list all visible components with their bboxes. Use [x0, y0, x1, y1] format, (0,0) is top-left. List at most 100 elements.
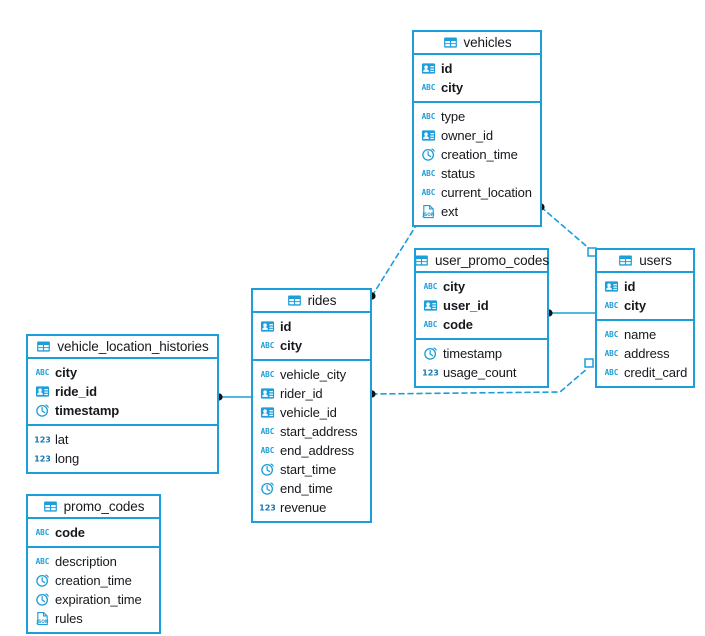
field-row-lat[interactable]: 123lat	[28, 430, 217, 449]
json-icon: JSON	[421, 204, 436, 219]
field-label: usage_count	[443, 365, 517, 380]
svg-text:123: 123	[423, 369, 438, 378]
field-label: code	[55, 525, 85, 540]
primary-key-row-timestamp[interactable]: timestamp	[28, 401, 217, 420]
key-id-icon	[604, 279, 619, 294]
field-group: 123lat123long	[28, 424, 217, 472]
entity-header-rides[interactable]: rides	[253, 290, 370, 313]
field-row-timestamp[interactable]: timestamp	[416, 344, 547, 363]
field-row-start_time[interactable]: start_time	[253, 460, 370, 479]
primary-key-row-user_id[interactable]: user_id	[416, 296, 547, 315]
field-row-vehicle_id[interactable]: vehicle_id	[253, 403, 370, 422]
field-label: rules	[55, 611, 83, 626]
abc-icon: ABC	[423, 317, 438, 332]
table-icon	[443, 35, 458, 50]
field-label: rider_id	[280, 386, 323, 401]
field-row-revenue[interactable]: 123revenue	[253, 498, 370, 517]
field-row-owner_id[interactable]: owner_id	[414, 126, 540, 145]
entity-header-users[interactable]: users	[597, 250, 693, 273]
abc-icon: ABC	[421, 109, 436, 124]
svg-text:ABC: ABC	[422, 112, 436, 121]
field-label: address	[624, 346, 670, 361]
field-row-long[interactable]: 123long	[28, 449, 217, 468]
primary-key-row-id[interactable]: id	[253, 317, 370, 336]
field-row-expiration_time[interactable]: expiration_time	[28, 590, 159, 609]
abc-icon: ABC	[604, 365, 619, 380]
field-label: code	[443, 317, 473, 332]
relationship-line	[371, 223, 418, 297]
abc-icon: ABC	[423, 279, 438, 294]
entity-header-user_promo_codes[interactable]: user_promo_codes	[414, 250, 549, 273]
svg-text:JSON: JSON	[422, 212, 435, 218]
primary-key-row-id[interactable]: id	[597, 277, 693, 296]
field-row-creation_time[interactable]: creation_time	[28, 571, 159, 590]
relationship-user-promo-codes-to-users[interactable]	[545, 309, 596, 317]
clock-icon	[421, 147, 436, 162]
field-row-creation_time[interactable]: creation_time	[414, 145, 540, 164]
key-id-icon	[421, 128, 436, 143]
svg-text:ABC: ABC	[261, 446, 275, 455]
field-row-end_time[interactable]: end_time	[253, 479, 370, 498]
table-icon	[287, 293, 302, 308]
entity-header-promo_codes[interactable]: promo_codes	[28, 496, 159, 519]
field-label: credit_card	[624, 365, 688, 380]
field-label: city	[443, 279, 466, 294]
field-label: city	[624, 298, 647, 313]
field-label: expiration_time	[55, 592, 142, 607]
abc-icon: ABC	[260, 424, 275, 439]
entity-header-vehicles[interactable]: vehicles	[414, 32, 540, 55]
field-row-rider_id[interactable]: rider_id	[253, 384, 370, 403]
clock-icon	[35, 592, 50, 607]
svg-text:ABC: ABC	[605, 330, 619, 339]
svg-text:ABC: ABC	[422, 83, 436, 92]
abc-icon: ABC	[421, 80, 436, 95]
relationship-vehicle-location-histories-to-rides[interactable]	[215, 393, 252, 401]
key-id-icon	[260, 405, 275, 420]
field-label: id	[624, 279, 636, 294]
field-row-usage_count[interactable]: 123 usage_count	[416, 363, 547, 382]
primary-key-row-id[interactable]: id	[414, 59, 540, 78]
field-row-credit_card[interactable]: ABC credit_card	[597, 363, 693, 382]
key-id-icon	[260, 386, 275, 401]
entity-header-vehicle_location_histories[interactable]: vehicle_location_histories	[28, 336, 217, 359]
field-label: lat	[55, 432, 69, 447]
primary-key-row-code[interactable]: ABC code	[416, 315, 547, 334]
clock-icon	[423, 346, 438, 361]
primary-key-row-city[interactable]: ABC city	[416, 277, 547, 296]
field-label: city	[55, 365, 78, 380]
field-label: timestamp	[55, 403, 120, 418]
table-icon	[618, 253, 633, 268]
table-icon	[414, 253, 429, 268]
primary-key-row-ride_id[interactable]: ride_id	[28, 382, 217, 401]
svg-text:ABC: ABC	[422, 169, 436, 178]
entity-title: promo_codes	[63, 499, 145, 514]
svg-text:ABC: ABC	[36, 557, 50, 566]
